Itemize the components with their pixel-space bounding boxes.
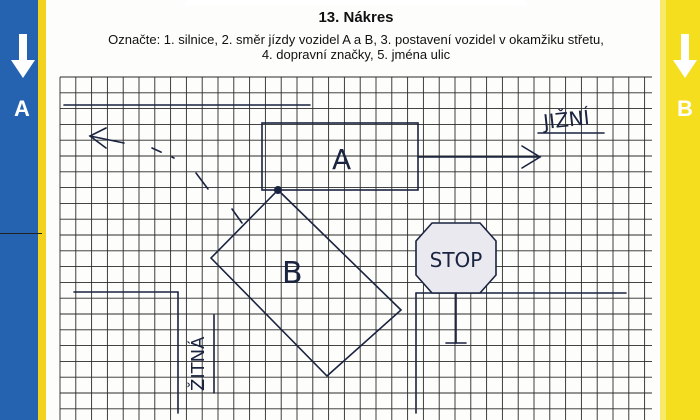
instructions: Označte: 1. silnice, 2. směr jízdy vozid… bbox=[56, 32, 656, 62]
stop-sign-text: STOP bbox=[430, 248, 483, 272]
instructions-line-2: 4. dopravní značky, 5. jména ulic bbox=[261, 47, 451, 62]
right-band-edge bbox=[660, 0, 666, 420]
down-arrow-icon-left bbox=[11, 34, 35, 78]
direction-arrow-left-shaft bbox=[89, 135, 125, 144]
stop-sign bbox=[415, 222, 497, 294]
left-yellow-stripe bbox=[38, 0, 46, 420]
dash-b bbox=[195, 172, 209, 190]
top-white-strip bbox=[186, 0, 526, 6]
sketch-ink bbox=[63, 104, 627, 414]
vehicle-b-label: B bbox=[282, 256, 303, 291]
vehicle-a-direction-head bbox=[521, 145, 542, 169]
vehicle-a-label: A bbox=[332, 143, 351, 176]
dash-a bbox=[151, 147, 175, 159]
side-label-a: A bbox=[14, 96, 30, 121]
sketch-grid: A B JIŽNÍ ŽITNÁ STOP bbox=[59, 76, 652, 420]
street-label-jizni: JIŽNÍ bbox=[540, 105, 591, 134]
vehicle-b-rect bbox=[209, 188, 403, 378]
down-arrow-icon-right bbox=[673, 34, 697, 78]
page-title: 13. Nákres bbox=[318, 9, 394, 26]
left-stub-line bbox=[0, 233, 42, 234]
street-label-zitna: ŽITNÁ bbox=[187, 336, 209, 391]
dash-c bbox=[231, 208, 243, 224]
instructions-line-1: Označte: 1. silnice, 2. směr jízdy vozid… bbox=[108, 32, 604, 47]
collision-point bbox=[274, 186, 283, 195]
side-label-b: B bbox=[677, 96, 693, 121]
direction-arrow-left-head bbox=[88, 127, 107, 149]
grid-lines bbox=[59, 76, 652, 420]
